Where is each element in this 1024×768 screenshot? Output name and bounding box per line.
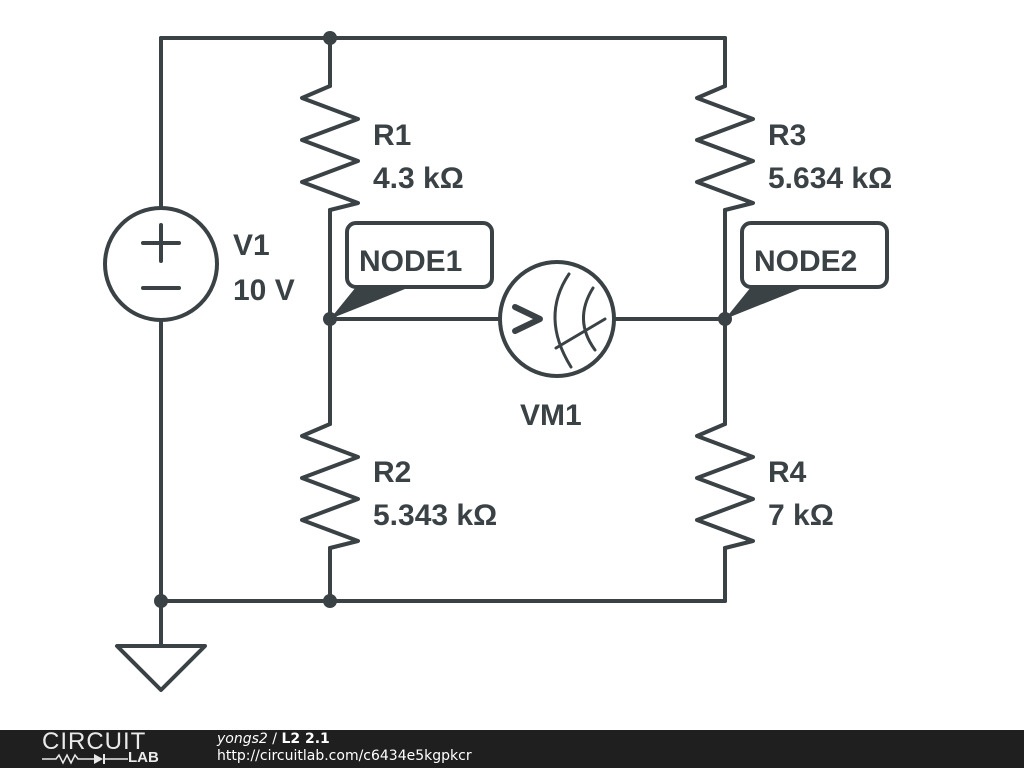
resistor-r2-icon[interactable] [300,422,360,550]
node2-label-tag[interactable]: NODE2 [725,221,889,319]
node2-tag-box [740,221,889,289]
resistor-r1-icon[interactable] [300,84,360,212]
vm1-name-label: VM1 [520,399,582,432]
circuitlab-logo[interactable]: CIRCUIT LAB [42,730,177,768]
junction-dot [323,312,337,326]
voltmeter-v-symbol [512,304,543,334]
meter-needle [554,317,607,350]
junction-dot [323,31,337,45]
r4-name-label: R4 [768,456,807,489]
v1-name-label: V1 [233,229,270,262]
author-link[interactable]: yongs2 [217,731,268,747]
junction-dot [323,594,337,608]
circuit-info: yongs2 / L2 2.1 http://circuitlab.com/c6… [217,731,472,765]
r4-value-label: 7 kΩ [768,499,834,532]
r1-value-label: 4.3 kΩ [373,162,464,195]
junction-dot [718,312,732,326]
r3-value-label: 5.634 kΩ [768,162,892,195]
ground-icon[interactable] [115,644,207,692]
r2-value-label: 5.343 kΩ [373,499,497,532]
r1-name-label: R1 [373,119,411,152]
node1-label-tag[interactable]: NODE1 [330,221,494,319]
voltage-source-v1[interactable] [103,206,219,322]
node2-label: NODE2 [754,245,857,278]
circuit-schematic: V1 10 V R1 4.3 kΩ R2 5.343 kΩ R3 5.634 k… [103,31,892,692]
v1-value-label: 10 V [233,274,295,307]
voltmeter-vm1[interactable] [498,260,616,378]
node1-label: NODE1 [359,245,462,278]
logo-circuit-text: CIRCUIT [42,728,147,755]
junction-dot [154,594,168,608]
voltmeter-icon [498,260,616,378]
voltage-source-icon [103,206,219,322]
r3-name-label: R3 [768,119,806,152]
logo-lab-text: LAB [128,749,159,766]
footer-bar: CIRCUIT LAB yongs2 / L2 2.1 http://circu… [0,730,1024,768]
r2-name-label: R2 [373,456,411,489]
circuit-title[interactable]: L2 2.1 [281,731,330,747]
path-separator: / [267,731,282,747]
node1-tag-box [345,221,494,289]
circuit-url-link[interactable]: http://circuitlab.com/c6434e5kgpkcr [217,748,472,764]
logo-resistor-diode-icon [42,753,128,765]
meter-arc-outer [553,272,573,369]
resistor-r4-icon[interactable] [695,422,755,550]
node1-pointer [330,287,410,319]
meter-arc-inner [582,286,597,352]
node2-pointer [725,287,805,319]
resistor-r3-icon[interactable] [695,84,755,212]
